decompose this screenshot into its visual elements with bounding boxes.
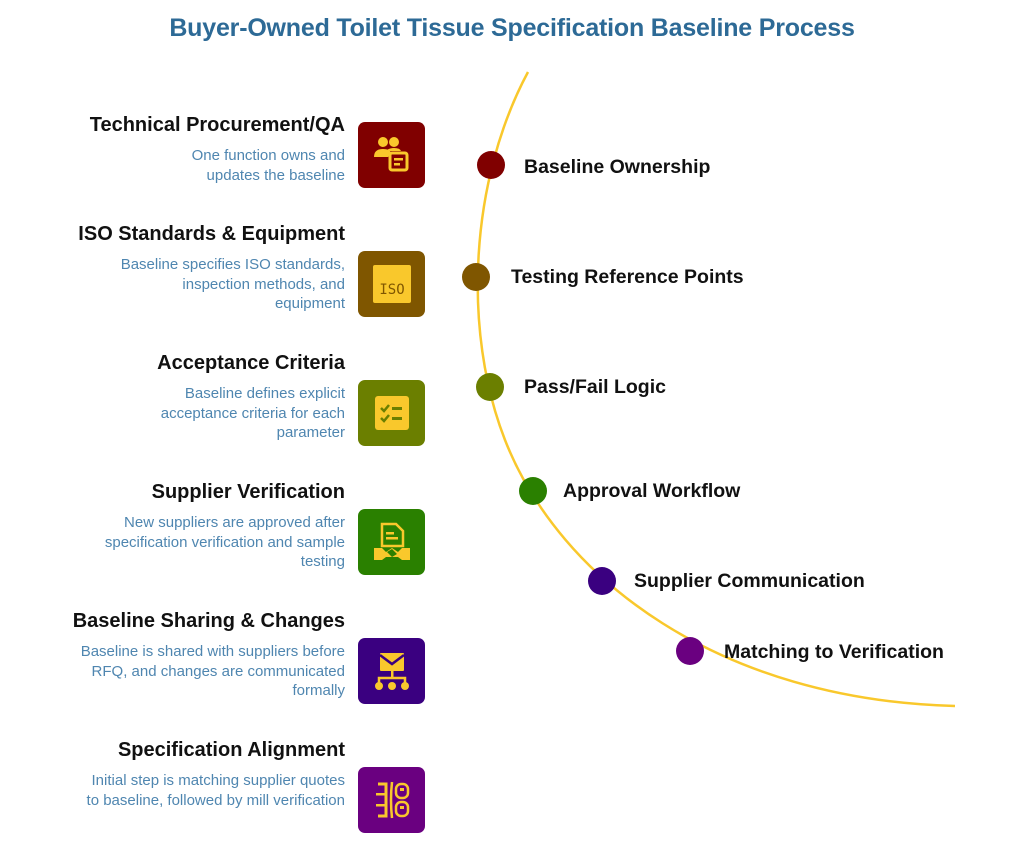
item-description: One function owns and updates the baseli… bbox=[191, 147, 345, 184]
item-heading: Supplier Verification bbox=[151, 481, 345, 503]
item-heading: Technical Procurement/QA bbox=[89, 114, 345, 136]
timeline-dot-4 bbox=[519, 477, 547, 505]
timeline-dot-1 bbox=[477, 151, 505, 179]
stage-label-testing-reference: Testing Reference Points bbox=[511, 266, 744, 288]
item-heading: Acceptance Criteria bbox=[157, 352, 345, 374]
item-baseline-sharing: Baseline Sharing & Changes Baseline is s… bbox=[0, 608, 345, 701]
item-technical-procurement: Technical Procurement/QA One function ow… bbox=[0, 112, 345, 185]
contract-handshake-icon bbox=[373, 522, 410, 560]
icon-box-alignment bbox=[358, 767, 425, 833]
timeline-dot-3 bbox=[476, 373, 504, 401]
checklist-icon bbox=[374, 396, 409, 430]
page-title: Buyer-Owned Toilet Tissue Specification … bbox=[169, 14, 855, 42]
icon-box-sharing bbox=[358, 638, 425, 704]
icon-box-criteria bbox=[358, 380, 425, 446]
stage-label-supplier-communication: Supplier Communication bbox=[634, 570, 865, 592]
item-description: Initial step is matching supplier quotes… bbox=[86, 772, 345, 809]
icon-box-verification bbox=[358, 509, 425, 575]
item-specification-alignment: Specification Alignment Initial step is … bbox=[0, 737, 345, 810]
item-description: New suppliers are approved after specifi… bbox=[104, 514, 345, 570]
iso-icon: ISO bbox=[372, 265, 411, 303]
iso-text: ISO bbox=[379, 282, 404, 298]
icon-box-iso: ISO bbox=[358, 251, 425, 317]
item-description: Baseline specifies ISO standards, inspec… bbox=[120, 256, 345, 312]
item-heading: Baseline Sharing & Changes bbox=[72, 610, 345, 632]
item-description: Baseline is shared with suppliers before… bbox=[80, 643, 345, 699]
item-iso-standards: ISO Standards & Equipment Baseline speci… bbox=[0, 221, 345, 314]
compare-match-icon bbox=[375, 781, 409, 819]
item-supplier-verification: Supplier Verification New suppliers are … bbox=[0, 479, 345, 572]
timeline-dot-6 bbox=[676, 637, 704, 665]
item-heading: ISO Standards & Equipment bbox=[78, 223, 345, 245]
stage-label-baseline-ownership: Baseline Ownership bbox=[524, 156, 711, 178]
timeline-dot-2 bbox=[462, 263, 490, 291]
icon-box-ownership bbox=[358, 122, 425, 188]
item-heading: Specification Alignment bbox=[117, 739, 345, 761]
timeline-dot-5 bbox=[588, 567, 616, 595]
item-acceptance-criteria: Acceptance Criteria Baseline defines exp… bbox=[0, 350, 345, 443]
stage-label-matching-verification: Matching to Verification bbox=[724, 641, 944, 663]
mail-distribution-icon bbox=[374, 653, 409, 690]
stage-label-approval-workflow: Approval Workflow bbox=[563, 480, 741, 502]
people-document-icon bbox=[373, 137, 408, 172]
stage-label-pass-fail: Pass/Fail Logic bbox=[524, 376, 666, 398]
item-description: Baseline defines explicit acceptance cri… bbox=[160, 385, 345, 441]
